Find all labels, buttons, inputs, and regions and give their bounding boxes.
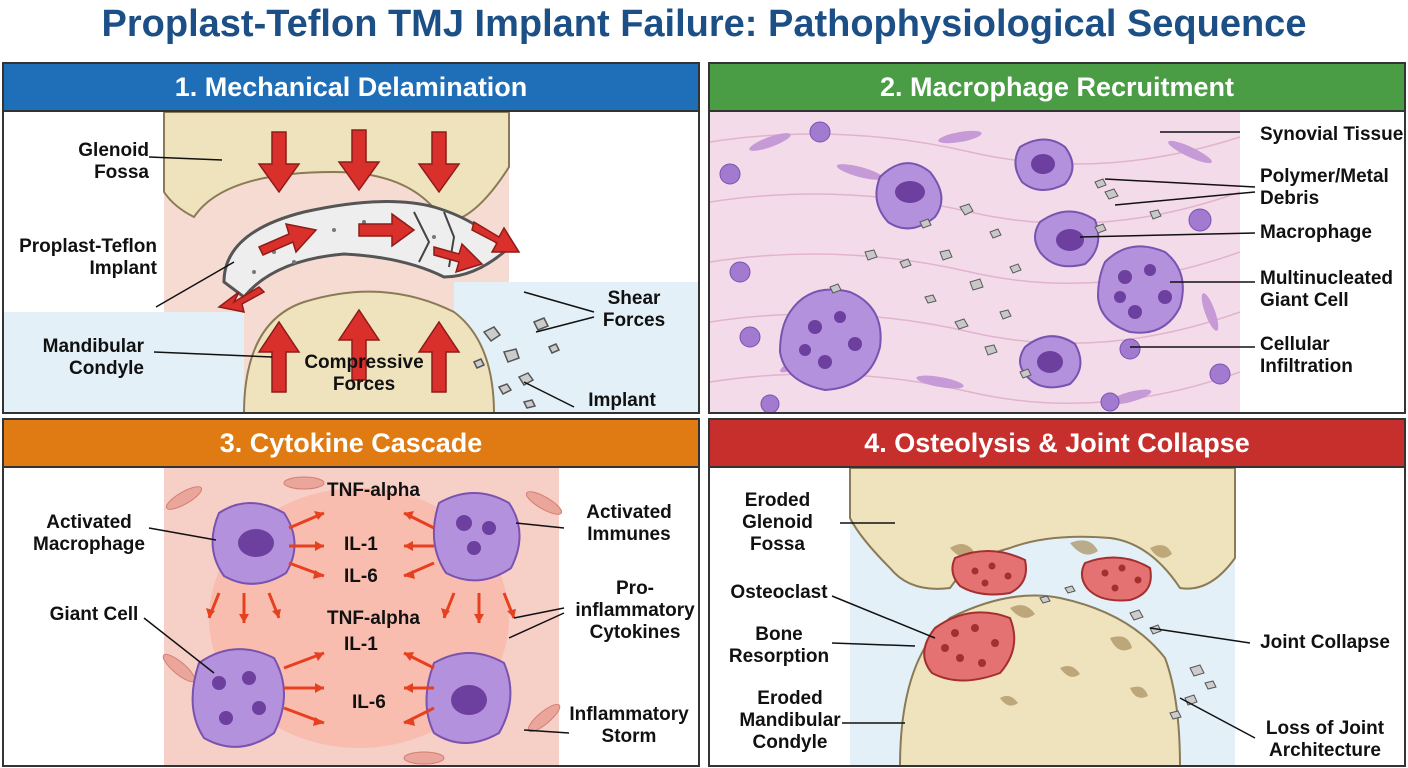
label-fragmentation: Implant Fragmentation — [588, 390, 656, 411]
label-debris: Polymer/Metal Debris — [1260, 166, 1389, 209]
osteoclasts — [923, 549, 1152, 682]
label-joint-architecture: Loss of Joint Architecture — [1265, 718, 1385, 761]
shear-arrows — [217, 212, 521, 313]
label-condyle: Mandibular Condyle — [42, 336, 144, 379]
panel-mechanical-delamination: 1. Mechanical Delamination — [2, 62, 700, 414]
eroded-glenoid — [849, 468, 1236, 590]
page-title: Proplast-Teflon TMJ Implant Failure: Pat… — [101, 3, 1307, 45]
label-giant-cell: Giant Cell — [49, 604, 139, 625]
debris-particles — [829, 178, 1162, 379]
panel-osteolysis: 4. Osteolysis & Joint Collapse — [708, 418, 1406, 767]
label-activated-macrophage: Activated Macrophage — [33, 512, 145, 555]
label-synovial: Synovial Tissue — [1260, 124, 1404, 145]
panel-macrophage-recruitment: 2. Macrophage Recruitment — [708, 62, 1406, 414]
label-eroded-glenoid: Eroded Glenoid Fossa — [742, 490, 813, 555]
cytokine-label: IL-6 — [352, 692, 386, 713]
panel-cytokine-cascade: 3. Cytokine Cascade — [2, 418, 700, 767]
compressive-arrows-up — [257, 308, 461, 393]
label-bone-resorption: Bone Resorption — [728, 624, 830, 667]
delamination-illustration — [4, 112, 698, 412]
leader-lines-p2 — [1079, 131, 1256, 348]
tissue-illustration — [710, 112, 1256, 412]
immune-cells — [191, 492, 521, 748]
panel-title: 3. Cytokine Cascade — [4, 420, 698, 468]
label-inflammatory-storm: Inflammatory Storm — [569, 704, 689, 747]
bone-fragments — [1039, 585, 1217, 720]
label-osteoclast: Osteoclast — [730, 582, 828, 603]
label-shear: Shear Forces — [602, 288, 666, 331]
cytokine-label: TNF-alpha — [327, 480, 420, 501]
cytokine-illustration — [143, 468, 570, 765]
cytokine-label: TNF-alpha — [327, 608, 420, 629]
glenoid-fossa — [163, 112, 510, 224]
label-glenoid-fossa: Glenoid Fossa — [78, 140, 149, 183]
label-implant: Proplast-Teflon Implant — [19, 236, 157, 279]
label-activated-immunes: Activated Immunes — [586, 502, 672, 545]
cytokine-label: IL-6 — [344, 566, 378, 587]
panel-title: 2. Macrophage Recruitment — [710, 64, 1404, 112]
cytokine-label: IL-1 — [344, 534, 378, 555]
leader-lines-p1 — [148, 156, 595, 408]
macrophage-cells — [875, 138, 1100, 389]
label-compressive: Compressive Forces — [304, 352, 424, 395]
panel-title: 1. Mechanical Delamination — [4, 64, 698, 112]
small-cells — [719, 121, 1231, 412]
label-infiltration: Cellular Infiltration — [1260, 334, 1353, 377]
cytokine-arrow-heads — [206, 511, 516, 726]
implant-fragments — [472, 317, 561, 409]
cytokine-label: IL-1 — [344, 634, 378, 655]
erosion-patches — [950, 540, 1172, 706]
leader-lines-p4 — [831, 522, 1256, 739]
label-macrophage: Macrophage — [1260, 222, 1372, 243]
osteolysis-illustration — [831, 468, 1256, 765]
vessel-cells — [162, 476, 563, 765]
label-proinflammatory: Pro-inflammatory Cytokines — [575, 578, 695, 643]
leader-lines-p3 — [143, 522, 570, 734]
panel-title: 4. Osteolysis & Joint Collapse — [710, 420, 1404, 468]
spindle-cells — [749, 130, 1219, 405]
label-joint-collapse: Joint Collapse — [1260, 632, 1390, 653]
label-eroded-condyle: Eroded Mandibular Condyle — [739, 688, 841, 753]
compressive-arrows-down — [257, 129, 461, 194]
label-giant-cell: Multinucleated Giant Cell — [1260, 268, 1394, 311]
